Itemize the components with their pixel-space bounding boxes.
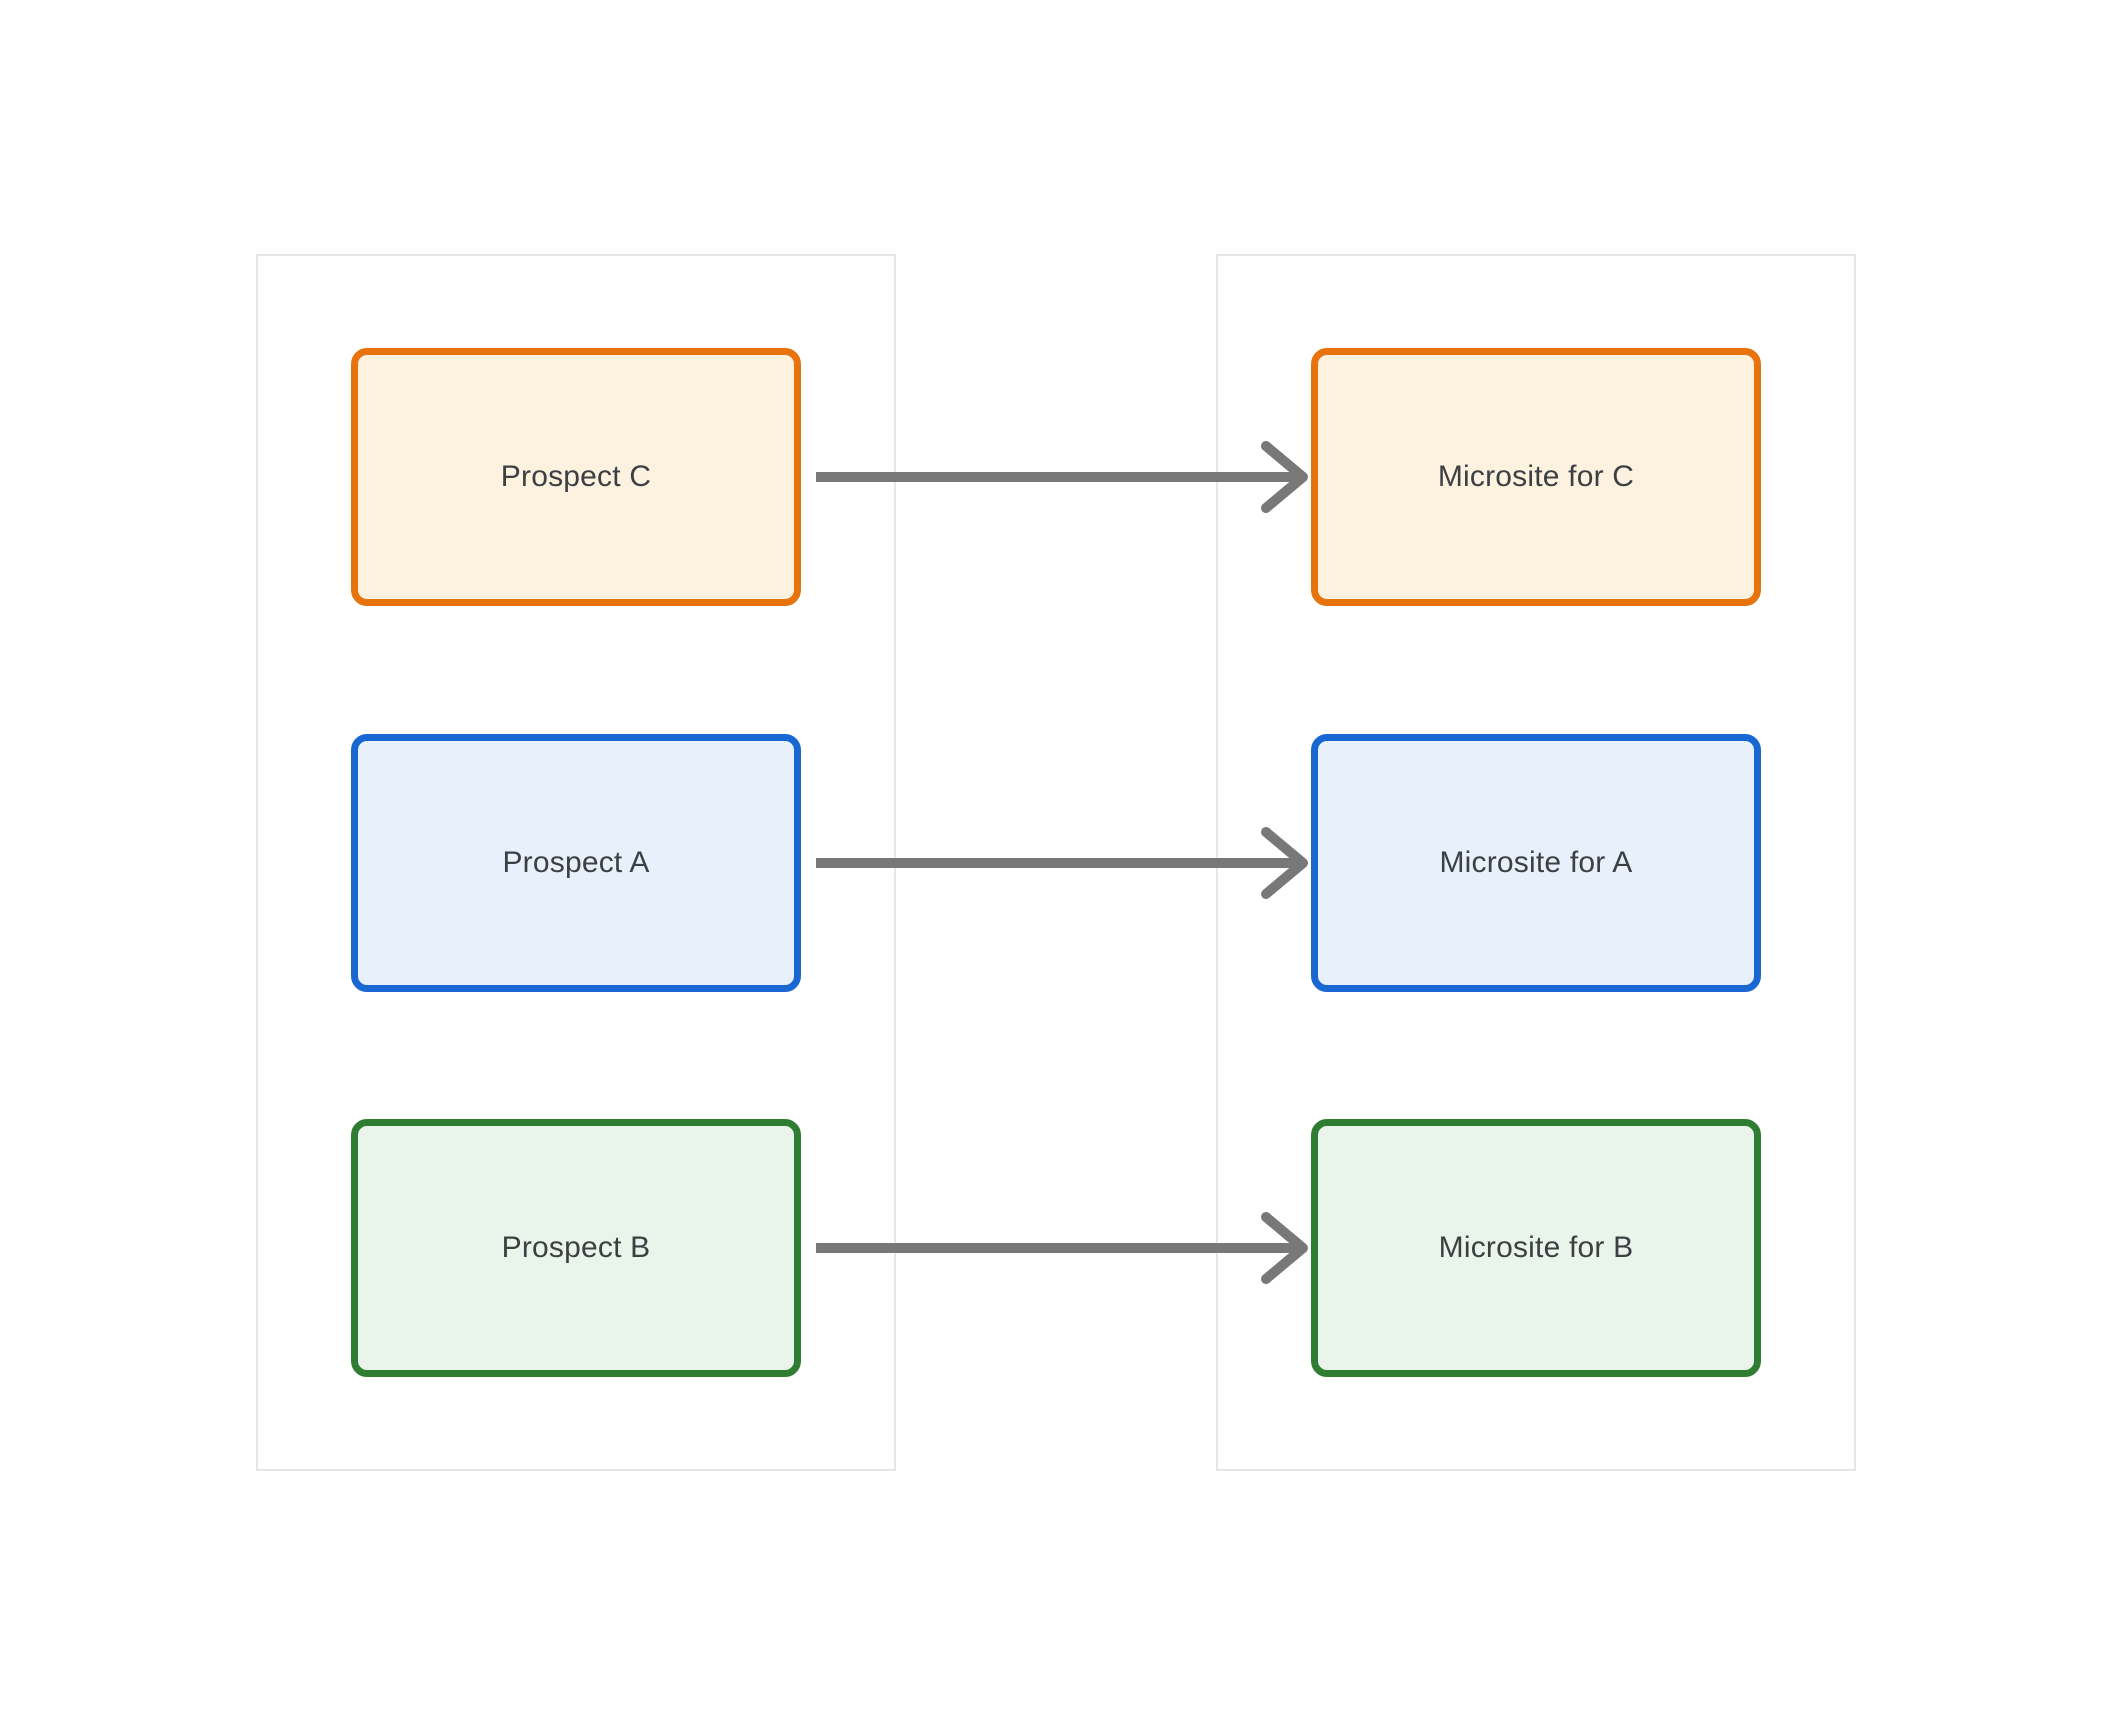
node-microsite-b-label: Microsite for B <box>1438 1231 1634 1264</box>
node-prospect-a: Prospect A <box>351 734 801 992</box>
node-prospect-c: Prospect C <box>351 348 801 606</box>
node-microsite-a-label: Microsite for A <box>1439 846 1633 879</box>
node-microsite-c-label: Microsite for C <box>1437 460 1635 493</box>
node-prospect-b-label: Prospect B <box>501 1231 651 1264</box>
node-prospect-b: Prospect B <box>351 1119 801 1377</box>
node-microsite-b: Microsite for B <box>1311 1119 1761 1377</box>
node-prospect-a-label: Prospect A <box>502 846 650 879</box>
node-prospect-c-label: Prospect C <box>500 460 652 493</box>
node-microsite-c: Microsite for C <box>1311 348 1761 606</box>
node-microsite-a: Microsite for A <box>1311 734 1761 992</box>
